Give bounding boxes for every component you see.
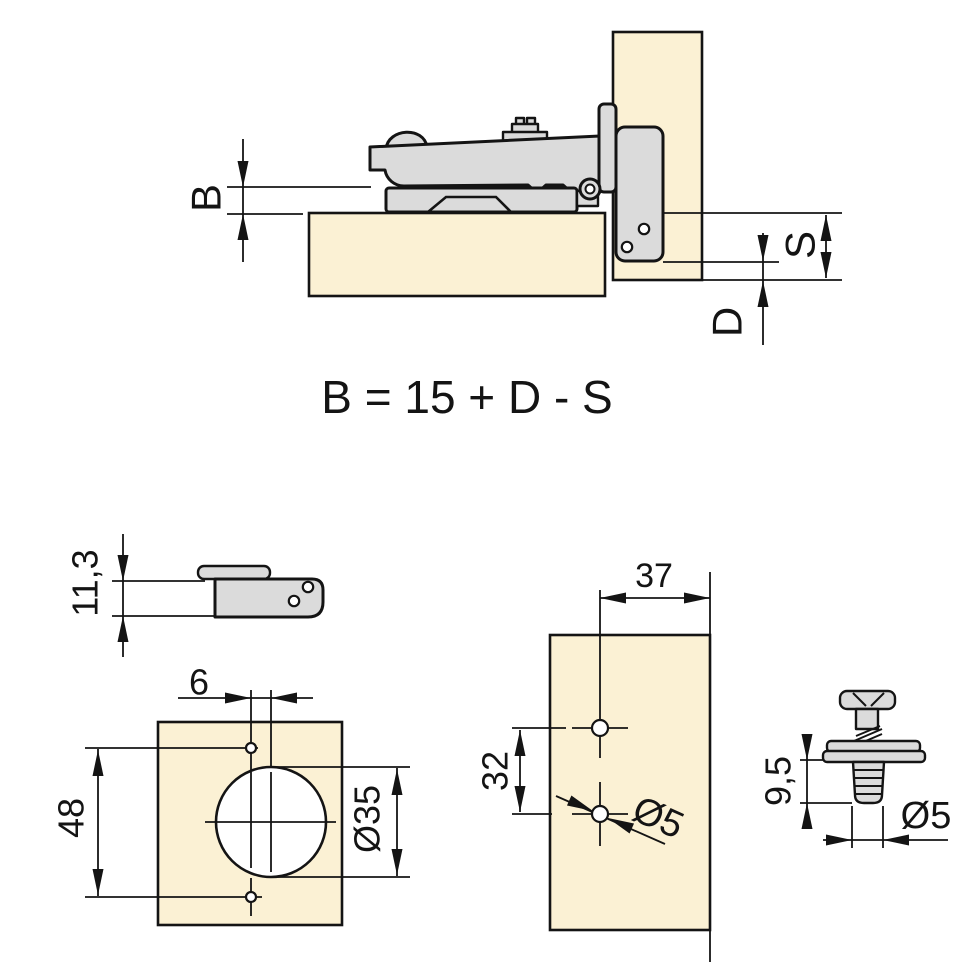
euro-screw xyxy=(821,689,927,805)
flange-screw-hole xyxy=(620,240,634,254)
door-panel xyxy=(307,211,607,298)
plate-height-value: 11,3 xyxy=(65,549,106,616)
plate-hole xyxy=(287,594,301,608)
hinge-pivot-pin xyxy=(584,183,596,195)
hole-spacing-value: 48 xyxy=(51,798,92,838)
dimension-arrowhead xyxy=(225,692,251,704)
pilot-hole xyxy=(244,741,258,755)
dimension-arrowhead xyxy=(566,795,593,811)
cup-drilling-pattern: 6 48 Ø35 xyxy=(51,662,410,927)
dimension-arrowhead xyxy=(514,730,526,756)
hole-offset-value: 6 xyxy=(189,662,209,703)
dimension-arrowhead xyxy=(271,692,297,704)
screw-head xyxy=(838,689,897,711)
cup-diameter-value: Ø35 xyxy=(347,785,388,853)
dimension-arrowhead xyxy=(757,235,769,261)
euro-screw-view: 9,5 Ø5 xyxy=(758,689,952,848)
dimension-label-s: S xyxy=(777,231,824,259)
mounting-plate-detail xyxy=(427,195,512,213)
pilot-hole xyxy=(244,890,258,904)
hinge-formula: B = 15 + D - S xyxy=(321,371,612,423)
system-hole xyxy=(590,804,610,824)
dimension-arrowhead xyxy=(801,803,813,829)
dimension-arrowhead xyxy=(237,214,249,240)
dimension-arrowhead xyxy=(883,834,909,846)
shank-length-value: 9,5 xyxy=(758,756,799,806)
dimension-arrowhead xyxy=(92,750,104,776)
plate-hole xyxy=(301,580,315,594)
system-hole xyxy=(590,718,610,738)
hinge-cup-flange xyxy=(614,125,665,263)
dimension-arrowhead xyxy=(117,616,129,642)
plate-drilling-pattern: 37 32 Ø5 xyxy=(475,557,712,962)
dimension-arrowhead xyxy=(757,281,769,307)
plate-side-tab xyxy=(196,564,272,581)
dimension-arrowhead xyxy=(826,834,852,846)
assembly-section-view: B S D xyxy=(183,30,842,345)
dimension-arrowhead xyxy=(237,161,249,187)
mounting-plate-section xyxy=(384,186,579,214)
dimension-arrowhead xyxy=(92,869,104,895)
hinge-arm xyxy=(368,134,602,195)
dimension-label-b: B xyxy=(183,184,230,212)
dimension-arrowhead xyxy=(117,555,129,581)
screw-neck xyxy=(854,707,880,731)
dimension-arrowhead xyxy=(820,252,832,278)
hole-spacing-value: 32 xyxy=(475,751,516,791)
screw-dowel-shank xyxy=(851,760,886,805)
dimension-arrowhead xyxy=(608,818,635,834)
mounting-plate-side-view: 11,3 xyxy=(65,534,325,657)
dimension-arrowhead xyxy=(391,769,403,795)
plate-side-body xyxy=(213,577,325,619)
dowel-ribs xyxy=(854,769,883,795)
dimension-arrowhead xyxy=(514,786,526,812)
flange-screw-hole xyxy=(637,222,651,236)
dimension-arrowhead xyxy=(600,592,626,604)
dimension-arrowheads xyxy=(92,161,909,895)
dimension-arrowhead xyxy=(391,849,403,875)
dimension-label-d: D xyxy=(704,307,751,337)
screw-slot xyxy=(870,692,885,707)
dimension-arrowhead xyxy=(820,215,832,241)
hinge-knuckle-link xyxy=(597,102,618,194)
side-drilling-panel xyxy=(548,633,712,932)
shank-diameter-value: Ø5 xyxy=(901,795,952,837)
dimension-arrowhead xyxy=(801,734,813,760)
edge-distance-value: 37 xyxy=(635,557,673,595)
hinge-assembly xyxy=(368,102,665,263)
dimension-arrowhead xyxy=(684,592,710,604)
screw-flange-lower xyxy=(821,749,927,764)
screw-slot xyxy=(852,692,867,707)
